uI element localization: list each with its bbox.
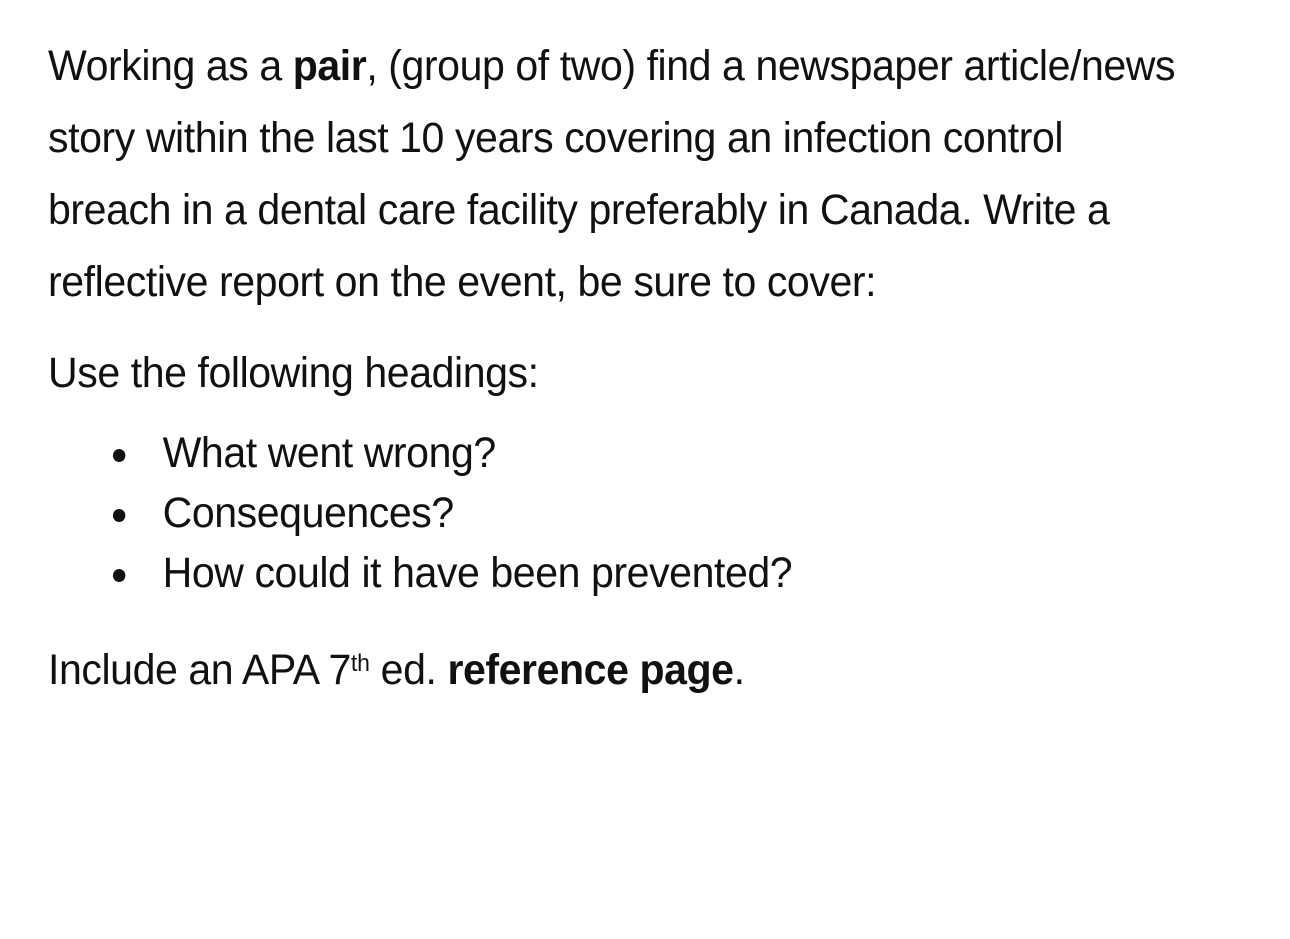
headings-bullet-list: What went wrong? Consequences? How could…: [48, 423, 1188, 603]
paragraph-spacer-1: [48, 318, 1188, 337]
bullet-dot-icon: [112, 483, 126, 543]
final-text-part-3: .: [733, 646, 745, 694]
list-item-label: How could it have been prevented?: [162, 549, 793, 597]
apa-reference-paragraph: Include an APA 7th ed. reference page.: [48, 634, 1177, 713]
list-item: How could it have been prevented?: [48, 543, 1137, 603]
list-item: What went wrong?: [48, 423, 1137, 483]
headings-instruction-paragraph: Use the following headings:: [48, 349, 539, 397]
bullet-dot-icon: [112, 543, 126, 603]
document-body: Working as a pair, (group of two) find a…: [48, 30, 1188, 713]
paragraph-spacer-2: [48, 409, 1188, 423]
intro-text-part-1: Working as a: [48, 42, 293, 90]
list-item-label: Consequences?: [162, 489, 455, 537]
assignment-intro-paragraph: Working as a pair, (group of two) find a…: [48, 30, 1177, 318]
final-text-part-1: Include an APA 7: [48, 646, 351, 694]
paragraph-spacer-3: [48, 603, 1188, 634]
list-item: Consequences?: [48, 483, 1137, 543]
final-bold-reference-page: reference page: [447, 646, 734, 694]
final-text-part-2: ed.: [369, 646, 448, 694]
intro-text-part-2: , (group of two) find a newspaper articl…: [48, 42, 1176, 306]
ordinal-superscript: th: [350, 650, 370, 678]
bullet-dot-icon: [112, 423, 126, 483]
intro-bold-pair: pair: [292, 42, 367, 90]
list-item-label: What went wrong?: [162, 429, 497, 477]
